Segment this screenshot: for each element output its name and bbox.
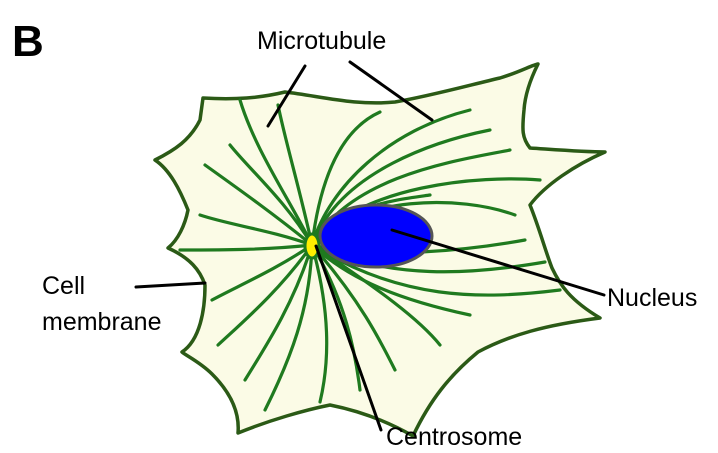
cell-membrane-label-line2: membrane <box>42 308 162 336</box>
nucleus-label: Nucleus <box>607 284 697 312</box>
cell-membrane-leader <box>136 283 205 287</box>
centrosome-label: Centrosome <box>386 423 522 451</box>
microtubule-label: Microtubule <box>257 27 386 55</box>
cell-membrane-label-line1: Cell <box>42 272 85 300</box>
panel-letter: B <box>12 17 44 66</box>
